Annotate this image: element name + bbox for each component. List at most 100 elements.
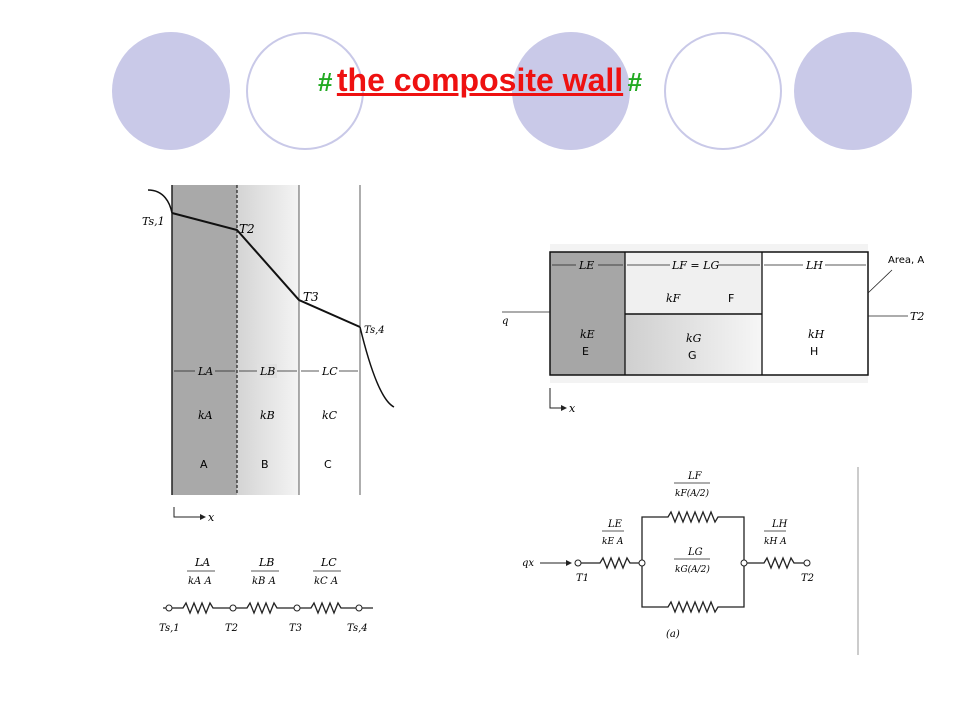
layer-b-region <box>237 185 299 495</box>
deco-circle-2 <box>246 32 364 150</box>
dim-lb-bg <box>257 364 277 378</box>
insulation-bottom <box>550 375 868 383</box>
temperature-profile <box>171 212 361 328</box>
r-f-num: LF <box>687 471 703 482</box>
deco-circle-1 <box>112 32 230 150</box>
node-t3 <box>293 604 301 612</box>
node-t1 <box>574 559 582 567</box>
label-layer-a: A <box>200 458 208 471</box>
series-resistor-chain <box>163 601 373 615</box>
r-g-num: LG <box>687 547 703 558</box>
node-label-t2: T2 <box>225 623 238 634</box>
node-split <box>638 559 646 567</box>
wall-outline <box>549 251 869 376</box>
fluid-profile-right <box>359 326 395 408</box>
resistor-h <box>744 556 804 570</box>
r-c-den: kC A <box>314 576 338 587</box>
label-g: G <box>688 349 697 362</box>
cell-h <box>762 252 868 375</box>
resistor-f-branch <box>641 510 745 563</box>
label-f: F <box>728 292 734 305</box>
insulation-top <box>550 244 868 252</box>
deco-circle-3 <box>512 32 630 150</box>
label-flux: q <box>502 316 508 327</box>
node-label-ts1: Ts,1 <box>159 623 180 634</box>
slide-title: # the composite wall # <box>0 62 960 99</box>
parallel-circuit-figure: LF kF(A/2) LE kE A LH kH A LG kG(A/2) qx… <box>522 467 859 655</box>
r-a-den: kA A <box>188 576 212 587</box>
node-t2 <box>803 559 811 567</box>
label-x-axis-2: x <box>569 402 576 415</box>
node-label-t3: T3 <box>289 623 302 634</box>
label-wall-t2: T2 <box>910 310 924 323</box>
r-f-den: kF(A/2) <box>675 488 709 499</box>
label-e: E <box>582 345 589 358</box>
dim-la-bg <box>195 364 215 378</box>
cell-e <box>550 252 625 375</box>
label-layer-c: C <box>324 458 332 471</box>
label-kb: kB <box>260 409 275 422</box>
node-join <box>740 559 748 567</box>
r-b-den: kB A <box>252 576 276 587</box>
label-t3: T3 <box>303 290 319 304</box>
label-lh: LH <box>805 259 823 272</box>
dim-lh-bg <box>803 259 825 272</box>
label-ka: kA <box>198 409 213 422</box>
resistor-e <box>578 556 642 570</box>
r-e-num: LE <box>607 519 623 530</box>
label-kg: kG <box>686 332 702 345</box>
r-e-den: kE A <box>602 537 624 547</box>
label-la: LA <box>197 365 213 378</box>
title-text: the composite wall <box>336 62 624 98</box>
deco-circle-5 <box>794 32 912 150</box>
label-t2: T2 <box>239 222 255 236</box>
dim-lc-bg <box>319 364 339 378</box>
layer-a-region <box>172 185 237 495</box>
r-h-den: kH A <box>764 537 787 547</box>
figure-caption: (a) <box>666 629 680 640</box>
r-b-num: LB <box>258 556 274 569</box>
qx-arrowhead <box>566 560 572 566</box>
label-circuit-t1: T1 <box>576 573 589 584</box>
label-ts1: Ts,1 <box>142 215 165 228</box>
area-leader <box>867 269 893 294</box>
label-circuit-t2: T2 <box>801 573 814 584</box>
label-le: LE <box>578 259 594 272</box>
x-axis-arrowhead <box>200 514 206 520</box>
label-layer-b: B <box>261 458 269 471</box>
label-h: H <box>810 345 818 358</box>
label-qx: qx <box>522 558 534 569</box>
x-axis-arrowhead-2 <box>561 405 567 411</box>
cell-g <box>625 314 762 375</box>
dim-lfg-bg <box>670 259 718 272</box>
r-h-num: LH <box>771 519 788 530</box>
x-axis-arrow <box>173 507 204 518</box>
label-lb: LB <box>259 365 275 378</box>
label-kc: kC <box>322 409 338 422</box>
node-ts1 <box>165 604 173 612</box>
parallel-wall-figure: LE LF = LG LH Area, A T2 q kF F kE E kG … <box>502 244 924 415</box>
label-kf: kF <box>666 292 681 305</box>
label-lfg: LF = LG <box>671 259 719 272</box>
label-lc: LC <box>321 365 338 378</box>
label-ke: kE <box>580 328 595 341</box>
r-g-den: kG(A/2) <box>675 564 710 575</box>
title-suffix: # <box>627 67 643 97</box>
r-c-num: LC <box>320 556 337 569</box>
resistor-g-branch <box>641 563 745 614</box>
label-ts4: Ts,4 <box>364 325 385 336</box>
x-axis-arrow-2 <box>549 388 564 409</box>
deco-circle-4 <box>664 32 782 150</box>
dim-le-bg <box>576 259 598 272</box>
title-prefix: # <box>317 67 333 97</box>
series-circuit-figure: LA kA A LB kB A LC kC A Ts,1 T2 T3 Ts,4 <box>159 556 373 634</box>
label-area: Area, A <box>888 255 924 266</box>
label-x-axis: x <box>208 511 215 524</box>
label-kh: kH <box>808 328 825 341</box>
node-t2 <box>229 604 237 612</box>
fluid-profile-left <box>147 189 173 214</box>
node-label-ts4: Ts,4 <box>347 623 368 634</box>
r-a-num: LA <box>194 556 210 569</box>
series-wall-figure: Ts,1 T2 T3 Ts,4 LA LB LC kA kB kC A B C … <box>142 185 395 524</box>
node-ts4 <box>355 604 363 612</box>
